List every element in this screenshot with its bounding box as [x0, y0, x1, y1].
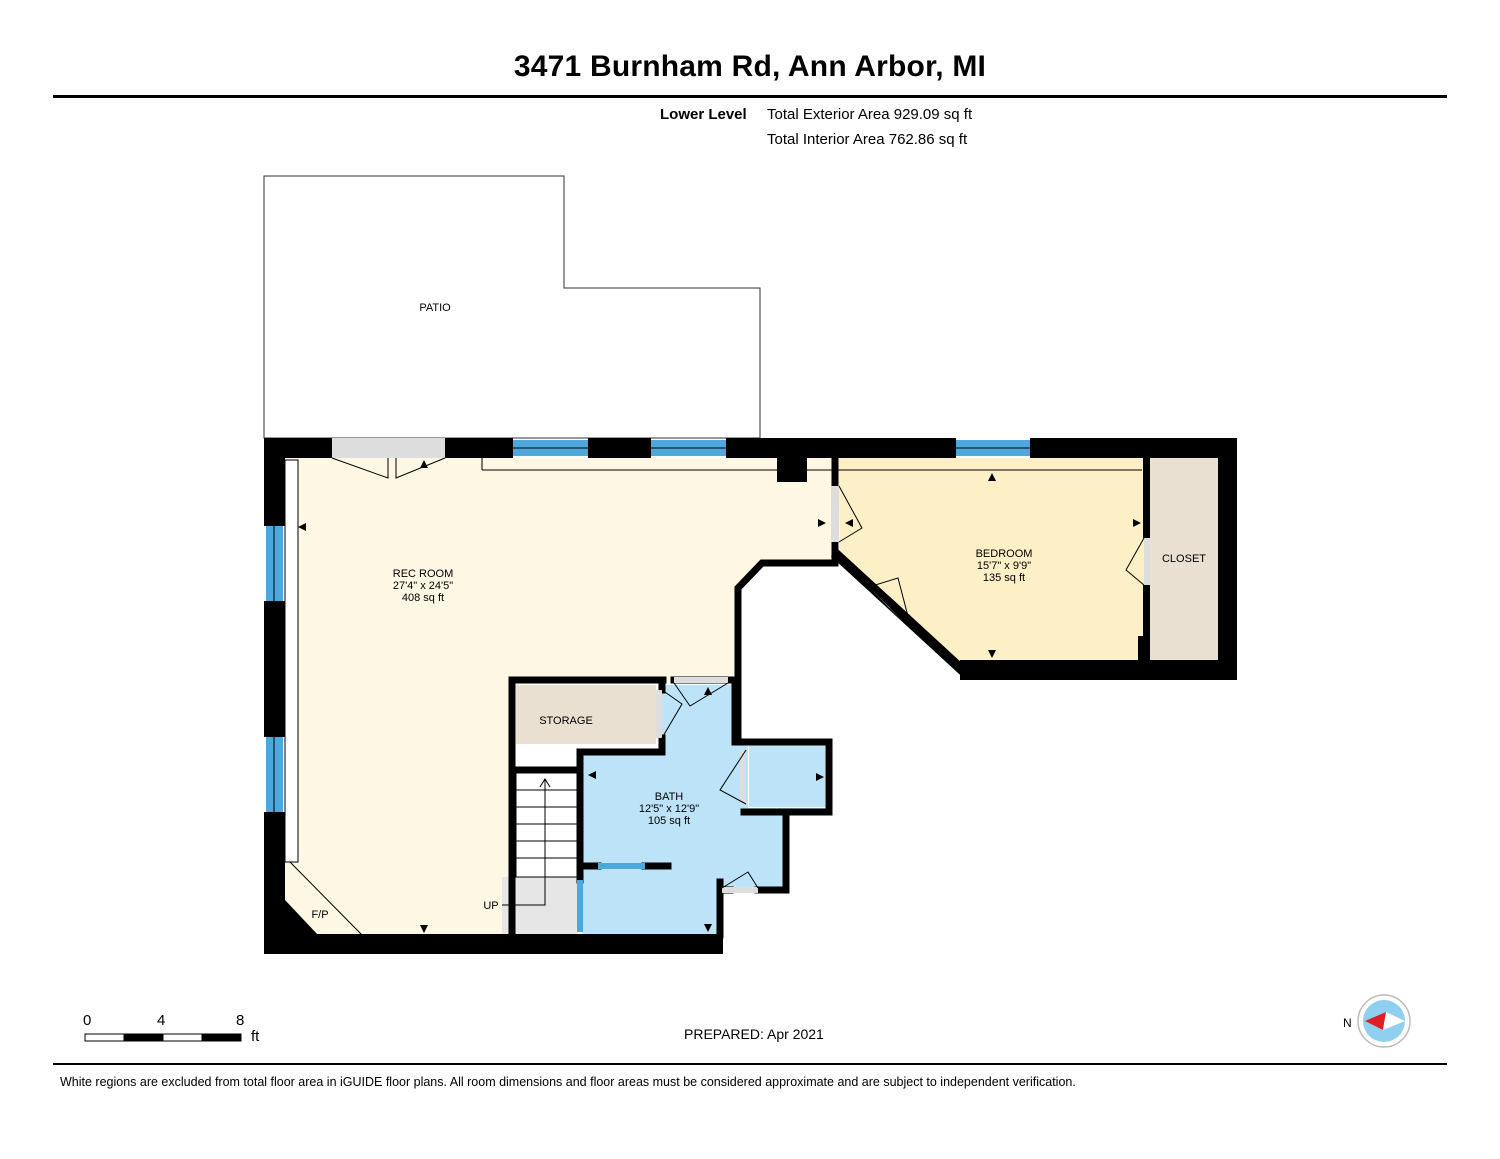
- header-divider: [53, 95, 1447, 98]
- rec-room-label: REC ROOM: [393, 568, 454, 580]
- bedroom-area-text: 135 sq ft: [983, 572, 1025, 584]
- fireplace-wall: [285, 900, 318, 935]
- bedroom-dims: 15'7" x 9'9": [977, 560, 1031, 572]
- level-label: Lower Level: [660, 106, 747, 123]
- rec-room-area: [285, 458, 832, 935]
- bedroom-label: BEDROOM: [976, 548, 1033, 560]
- compass-north-label: N: [1343, 1016, 1352, 1030]
- closet-label: CLOSET: [1162, 553, 1206, 565]
- storage-label: STORAGE: [539, 715, 593, 727]
- storage-area: [516, 685, 656, 744]
- stairs-up-label: UP: [483, 900, 498, 912]
- scale-label-0: 0: [83, 1012, 92, 1029]
- door-swings: [284, 457, 1150, 936]
- scale-bar: [84, 1033, 242, 1042]
- fireplace-label: F/P: [311, 909, 328, 921]
- interior-walls: [508, 454, 968, 939]
- prepared-date: PREPARED: Apr 2021: [684, 1026, 824, 1042]
- dimension-arrows: [298, 460, 1141, 933]
- page-title: 3471 Burnham Rd, Ann Arbor, MI: [513, 50, 987, 83]
- disclaimer: White regions are excluded from total fl…: [60, 1075, 1076, 1089]
- scale-unit: ft: [251, 1028, 260, 1045]
- bedroom-area: [838, 458, 1145, 662]
- rec-room-dims: 27'4" x 24'5": [393, 580, 453, 592]
- bath-dims: 12'5" x 12'9": [639, 803, 699, 815]
- stairs: [502, 772, 579, 906]
- scale-label-4: 4: [157, 1012, 166, 1029]
- closet-area: [1150, 457, 1218, 660]
- walls: [264, 438, 1237, 954]
- patio-door: [332, 438, 445, 458]
- bath-area: [582, 685, 825, 935]
- bath-label: BATH: [655, 791, 684, 803]
- patio-label: PATIO: [419, 302, 451, 314]
- bath-area-text: 105 sq ft: [648, 815, 690, 827]
- footer-divider: [53, 1063, 1447, 1065]
- exterior-area: Total Exterior Area 929.09 sq ft: [767, 106, 973, 123]
- closet-nook: [749, 743, 825, 807]
- scale-label-8: 8: [236, 1012, 245, 1029]
- rec-room-area-text: 408 sq ft: [402, 592, 444, 604]
- interior-area: Total Interior Area 762.86 sq ft: [767, 131, 968, 148]
- patio-area: [263, 175, 761, 439]
- compass-icon: [1357, 994, 1411, 1048]
